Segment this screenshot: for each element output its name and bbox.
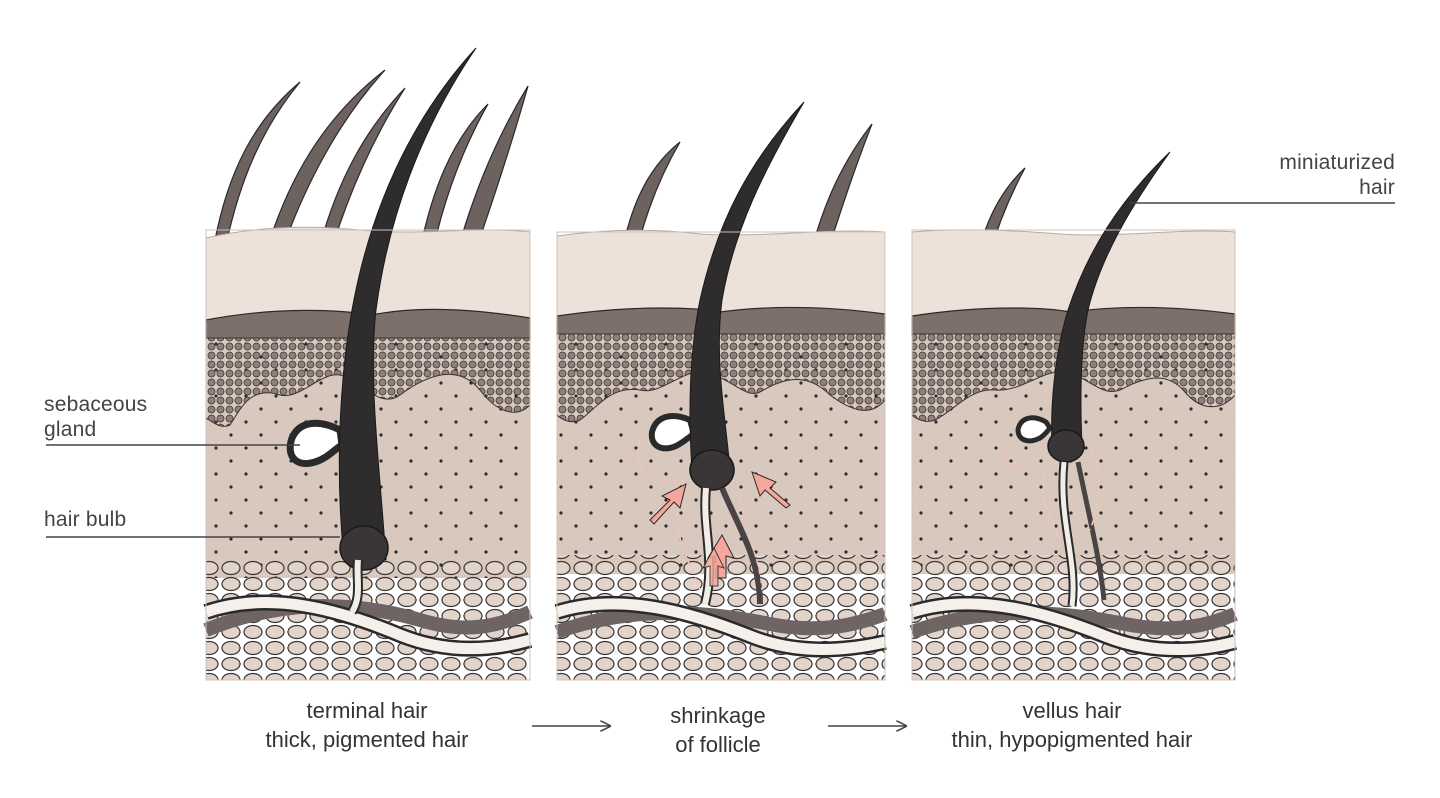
arrow-up-left-icon — [751, 471, 791, 509]
hair-bulb-label: hair bulb — [44, 508, 127, 531]
sebaceous-gland — [648, 413, 698, 452]
panel-shrinkage — [554, 101, 888, 681]
caption-vellus-hair: vellus hair thin, hypopigmented hair — [951, 698, 1193, 752]
arrow-up-right-icon — [649, 483, 687, 525]
caption-terminal-hair: terminal hair thick, pigmented hair — [265, 698, 469, 752]
sebaceous-gland — [286, 419, 346, 467]
caption-shrinkage: shrinkage of follicle — [670, 703, 766, 757]
sebaceous-gland-label: sebaceous gland — [44, 393, 148, 441]
hair-bulb — [339, 525, 389, 571]
miniaturized-hair-label: miniaturized hair — [1279, 151, 1395, 199]
sebaceous-gland — [1015, 415, 1054, 444]
shrinkage-arrows — [649, 471, 791, 587]
arrow-up-icon — [701, 546, 725, 587]
panel-terminal-hair — [203, 47, 533, 681]
vellus-hair-shaft — [1051, 151, 1171, 447]
terminal-hair-shaft — [338, 47, 477, 561]
shrinking-hair-shaft — [689, 101, 805, 471]
panel-vellus-hair — [909, 151, 1238, 681]
